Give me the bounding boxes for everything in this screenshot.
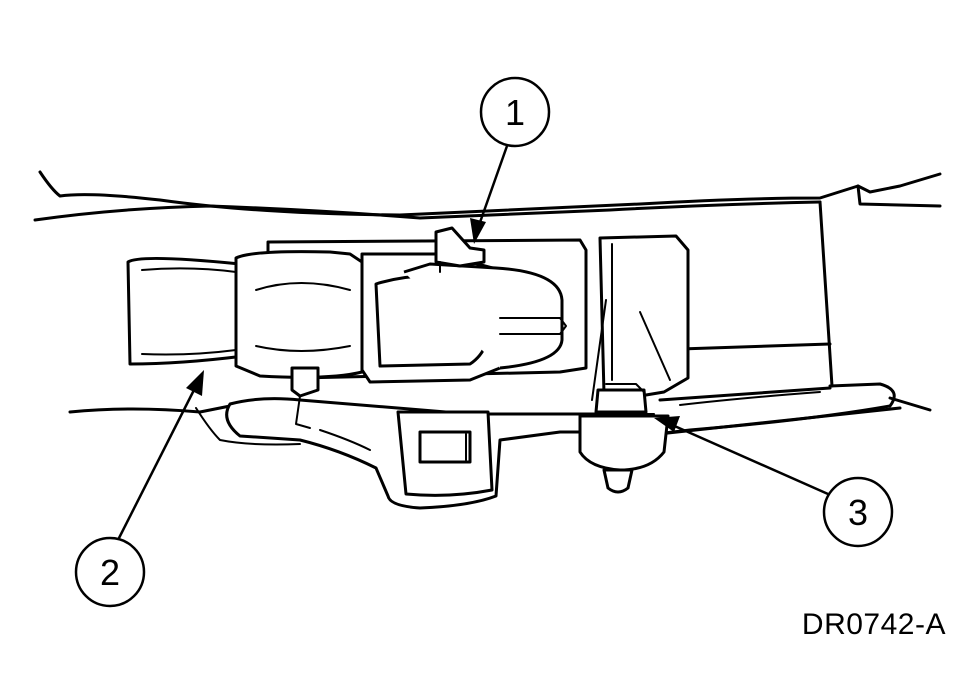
callout-3-circle xyxy=(822,476,894,548)
figure-id-label: DR0742-A xyxy=(801,608,946,641)
callout-3-leader xyxy=(669,422,829,496)
bolt-head xyxy=(594,388,648,414)
callout-3-arrowhead xyxy=(654,416,680,432)
callout-1-circle xyxy=(479,76,551,148)
mounting-bracket xyxy=(195,397,655,510)
callout-2: 2 xyxy=(74,370,204,608)
callout-3: 3 xyxy=(654,416,894,548)
upper-panel xyxy=(33,170,942,388)
callout-1-leader xyxy=(476,145,509,229)
callout-2-arrowhead xyxy=(186,370,204,396)
callout-1: 1 xyxy=(470,76,551,244)
callout-3-number: 3 xyxy=(848,492,868,533)
callout-2-number: 2 xyxy=(100,552,120,593)
callout-2-leader xyxy=(116,385,198,541)
electrical-connector xyxy=(126,238,588,429)
callout-1-arrowhead xyxy=(470,218,486,244)
callout-2-circle xyxy=(74,536,146,608)
bolt-bracket xyxy=(578,234,690,494)
connector-latch xyxy=(434,226,486,273)
callout-1-number: 1 xyxy=(505,92,525,133)
